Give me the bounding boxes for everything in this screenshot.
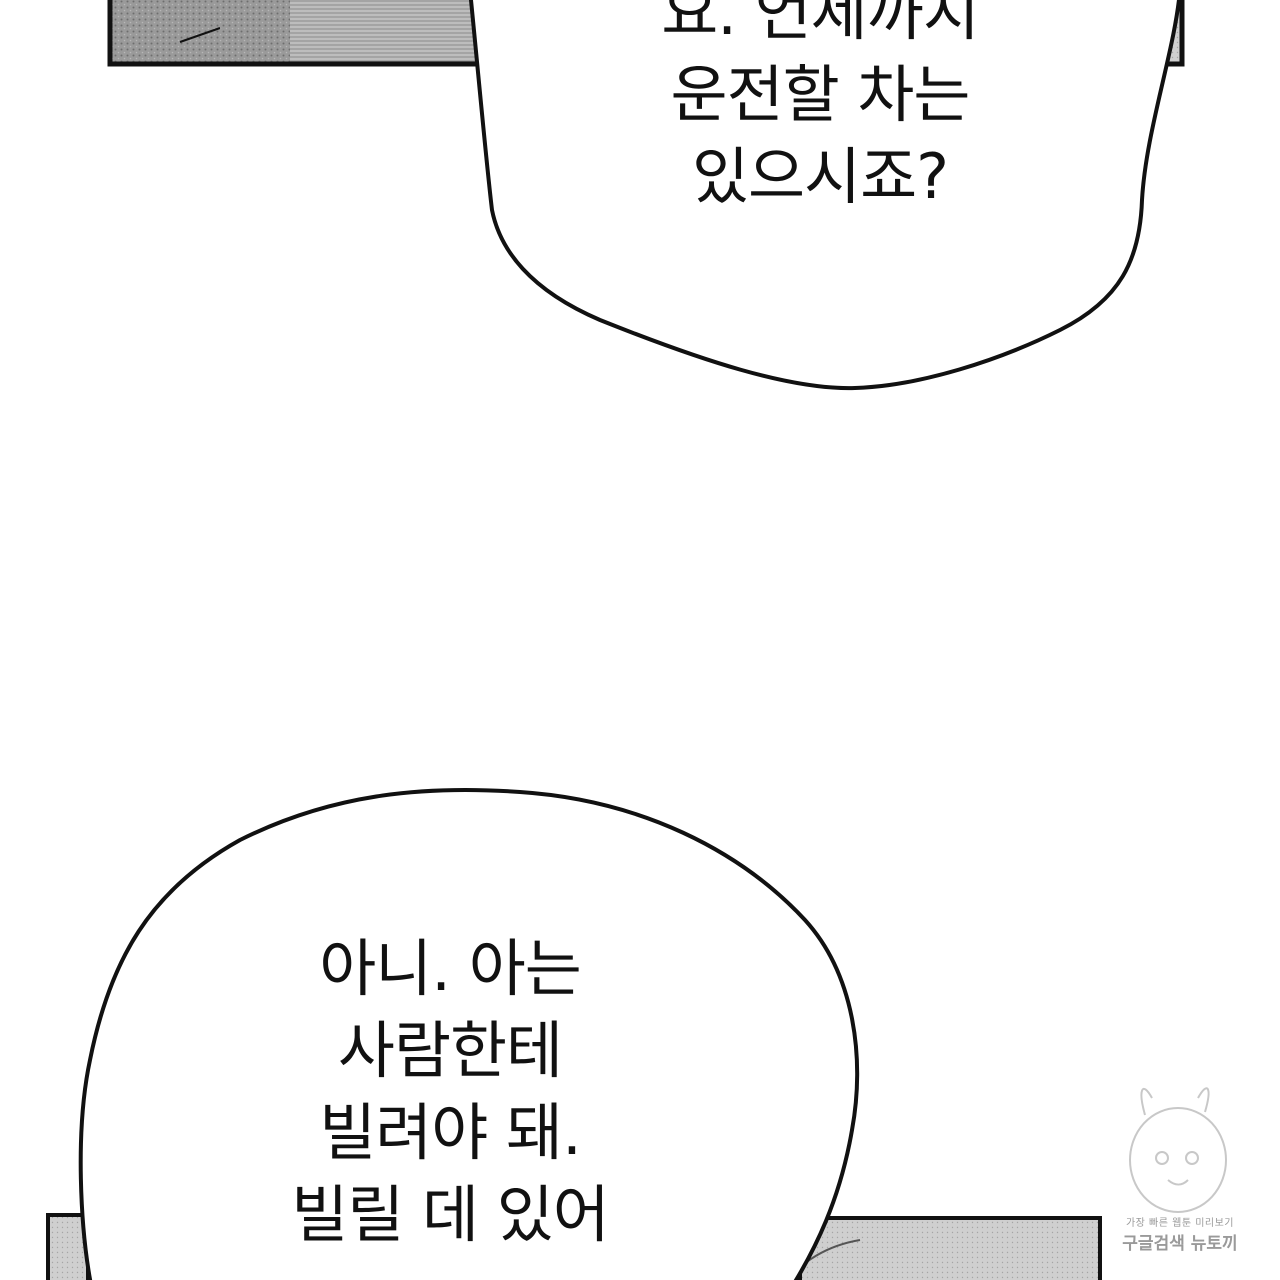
bottom-balloon-text: 아니. 아는 사람한테 빌려야 돼. 빌릴 데 있어	[210, 928, 690, 1256]
top-speech-balloon	[468, 0, 1181, 391]
bottom-speech-balloon	[78, 788, 860, 1280]
bottom-balloon-line: 빌려야 돼.	[319, 1096, 582, 1169]
bottom-balloon-line: 아니. 아는	[319, 932, 582, 1005]
watermark-tagline: 가장 빠른 웹툰 미리보기	[1125, 1218, 1235, 1229]
top-balloon-text: 요. 언제까지 운전할 차는 있으시죠?	[560, 0, 1080, 218]
watermark: 가장 빠른 웹툰 미리보기 구글검색 뉴토끼	[1110, 1214, 1250, 1254]
top-balloon-line: 운전할 차는	[670, 58, 971, 131]
bottom-balloon-line: 빌릴 데 있어	[291, 1178, 610, 1251]
watermark-brand: 구글검색 뉴토끼	[1122, 1234, 1238, 1254]
top-balloon-line: 요. 언제까지	[661, 0, 980, 49]
watermark-mascot	[1129, 1087, 1227, 1213]
top-balloon-line: 있으시죠?	[691, 140, 949, 213]
bottom-balloon-line: 사람한테	[337, 1014, 563, 1087]
